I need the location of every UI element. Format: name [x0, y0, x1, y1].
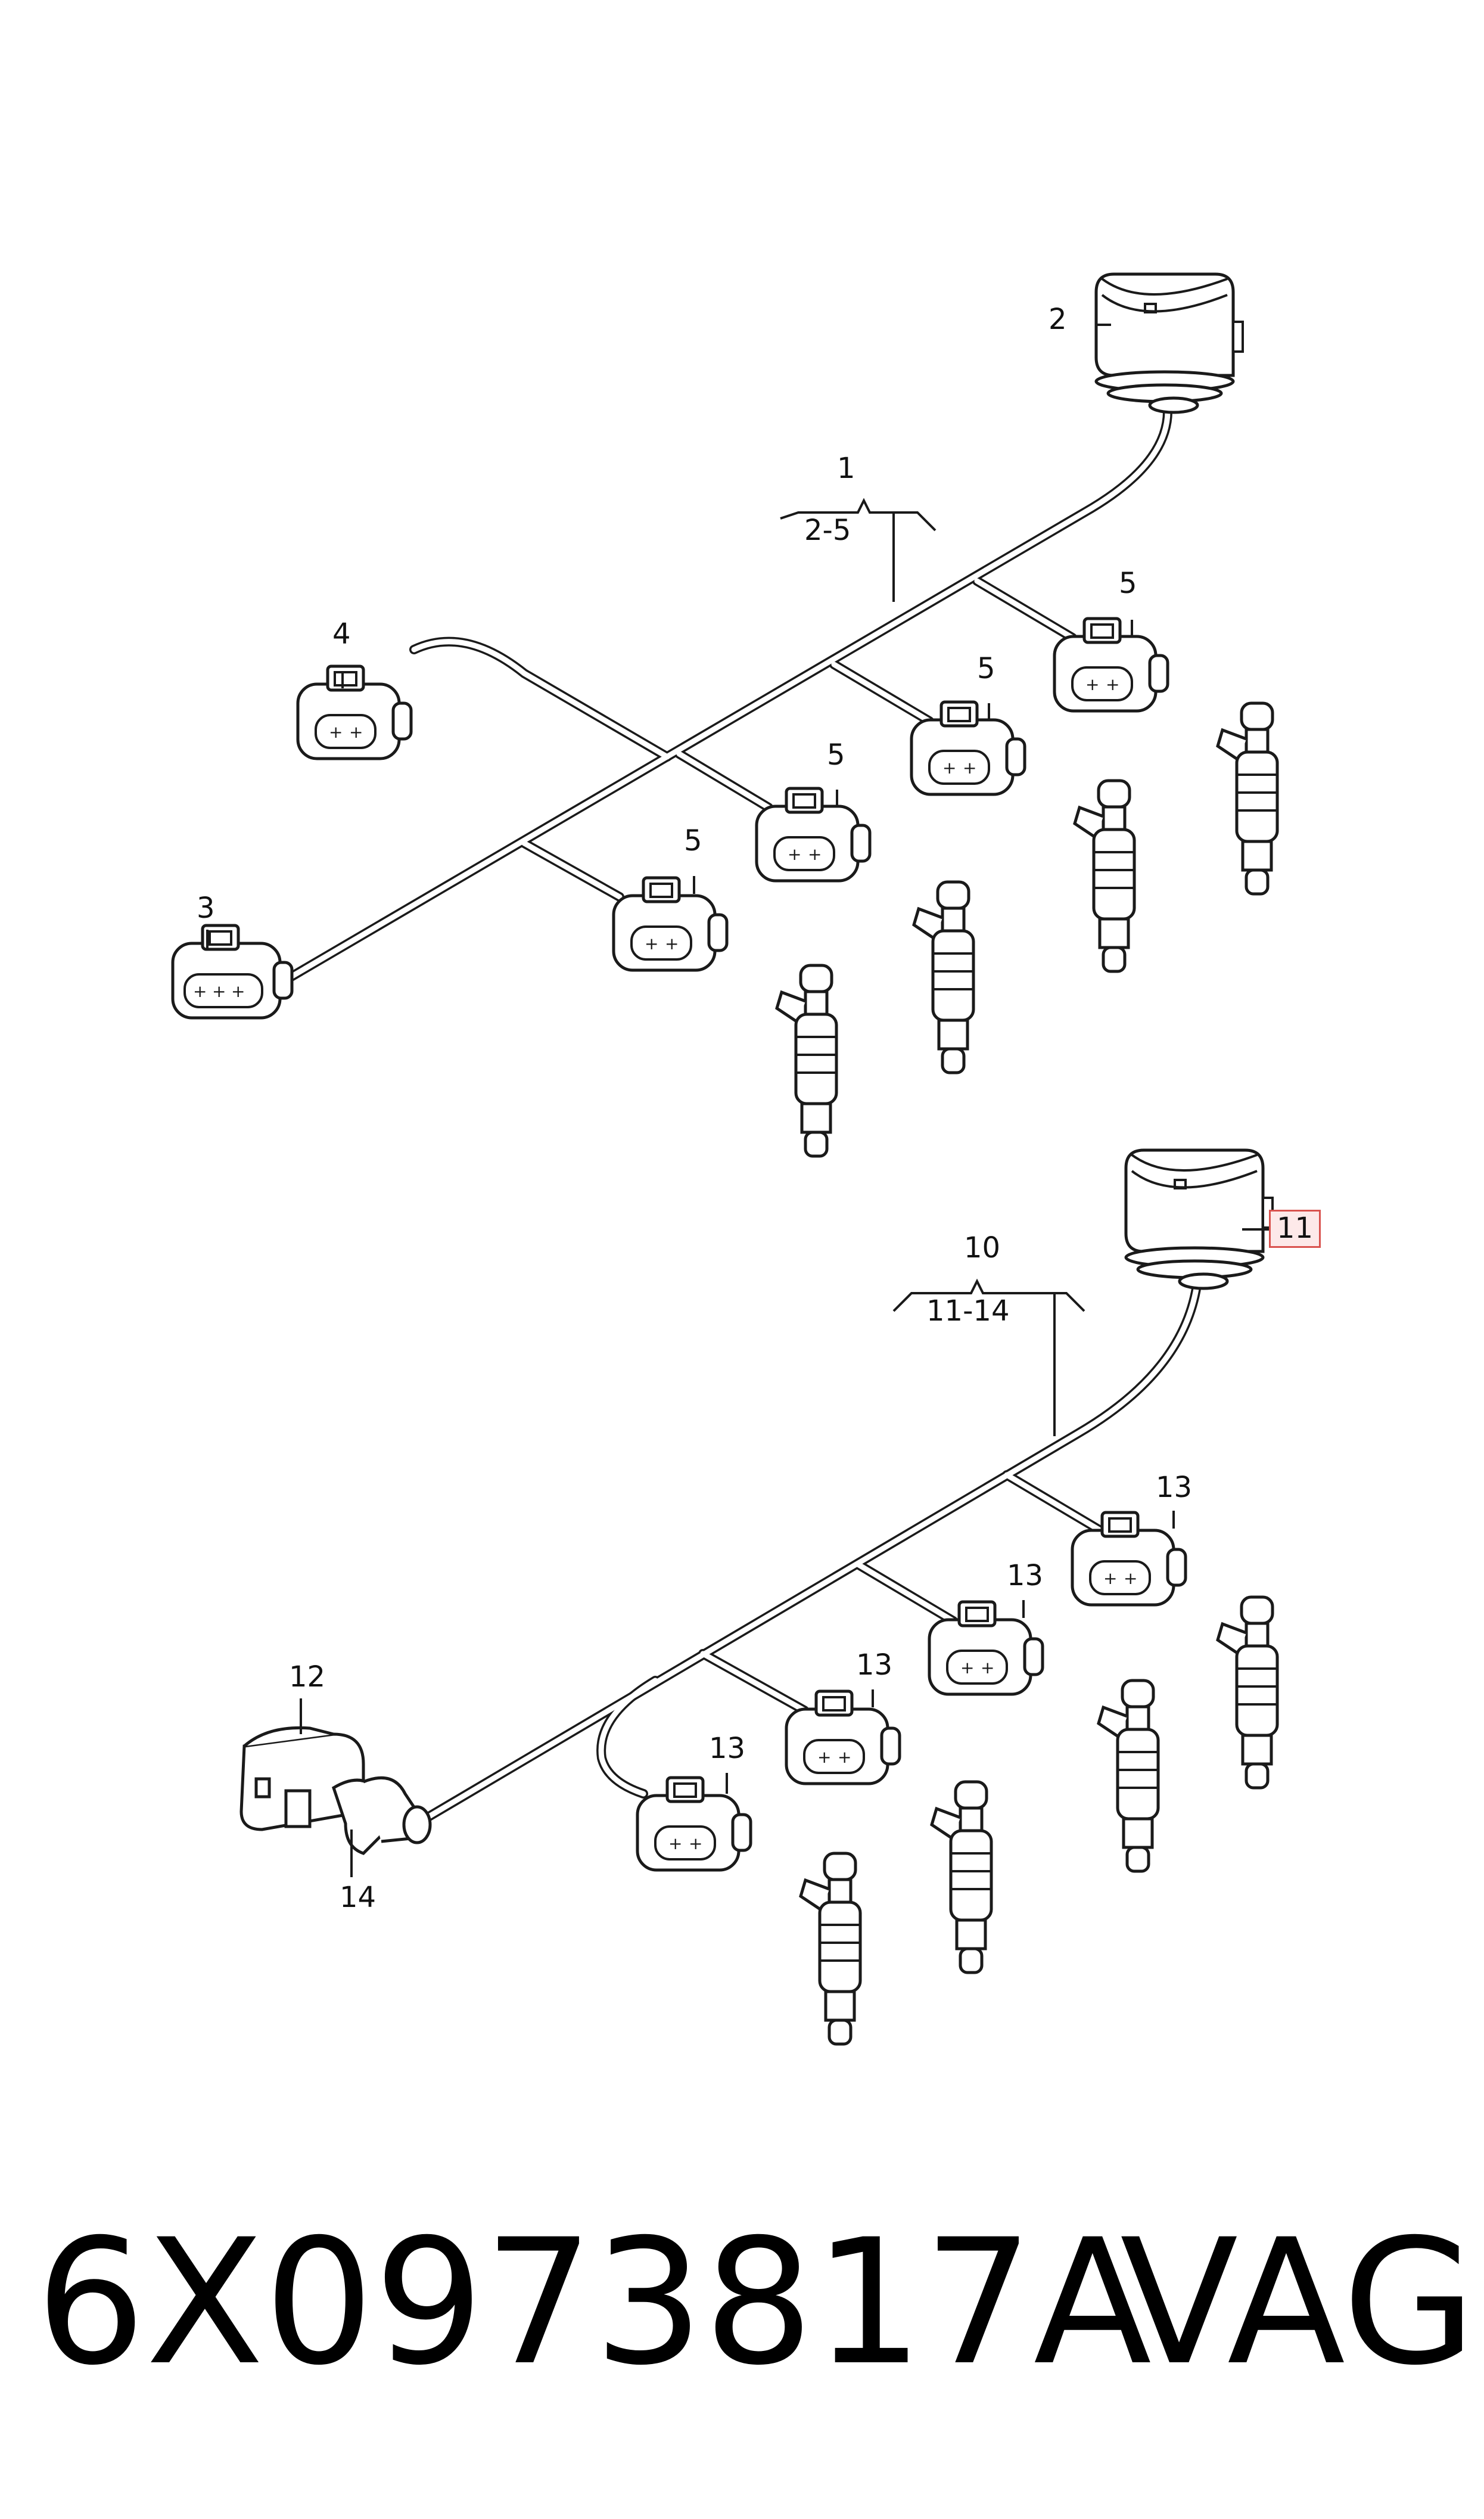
callout-2: 2 [1049, 303, 1067, 336]
lower-harness-inner [414, 1278, 1200, 1827]
callout-14: 14 [340, 1881, 377, 1914]
sensor-connector-12 [239, 1726, 432, 1855]
injector-lower-3 [932, 1782, 991, 1973]
callout-1: 1 [837, 452, 855, 485]
callout-3: 3 [197, 892, 215, 925]
injector-upper-1 [1218, 703, 1277, 894]
injector-lower-4 [801, 1853, 860, 2044]
callout-10-range: 11-14 [926, 1294, 1010, 1328]
injector-upper-4 [777, 965, 836, 1156]
callout-13-c: 13 [856, 1648, 893, 1682]
brand-name: VAG [1120, 2203, 1476, 2403]
callout-13-d: 13 [709, 1732, 746, 1765]
injector-lower-2 [1099, 1681, 1158, 1871]
callout-4: 4 [332, 617, 351, 651]
part-number: 6X0973817A [36, 2203, 1152, 2403]
lower-leader-lines [300, 1228, 1269, 1877]
connector-4 [298, 666, 411, 759]
upper-harness-inner [277, 408, 1171, 986]
callout-13-a: 13 [1156, 1471, 1193, 1504]
callout-13-b: 13 [1007, 1559, 1044, 1592]
callout-5-b: 5 [977, 652, 995, 685]
callout-5-d: 5 [684, 824, 702, 858]
injector-upper-2 [1075, 781, 1134, 971]
upper-leader-lines [206, 324, 1133, 951]
connector-13-d [637, 1778, 751, 1870]
callout-1-range: 2-5 [804, 514, 851, 547]
callout-5-c: 5 [827, 738, 845, 772]
callout-12: 12 [289, 1660, 326, 1694]
connector-3 [173, 925, 292, 1018]
main-plug-11 [1126, 1150, 1273, 1288]
injector-lower-1 [1218, 1597, 1277, 1788]
upper-harness [275, 406, 1172, 988]
callout-10: 10 [964, 1231, 1001, 1265]
callout-5-a: 5 [1119, 567, 1137, 600]
injector-upper-3 [914, 882, 973, 1073]
callout-11-highlighted[interactable]: 11 [1269, 1210, 1321, 1248]
connector-5-c [757, 788, 870, 881]
main-plug-2 [1096, 274, 1243, 412]
connector-5-d [614, 878, 727, 970]
